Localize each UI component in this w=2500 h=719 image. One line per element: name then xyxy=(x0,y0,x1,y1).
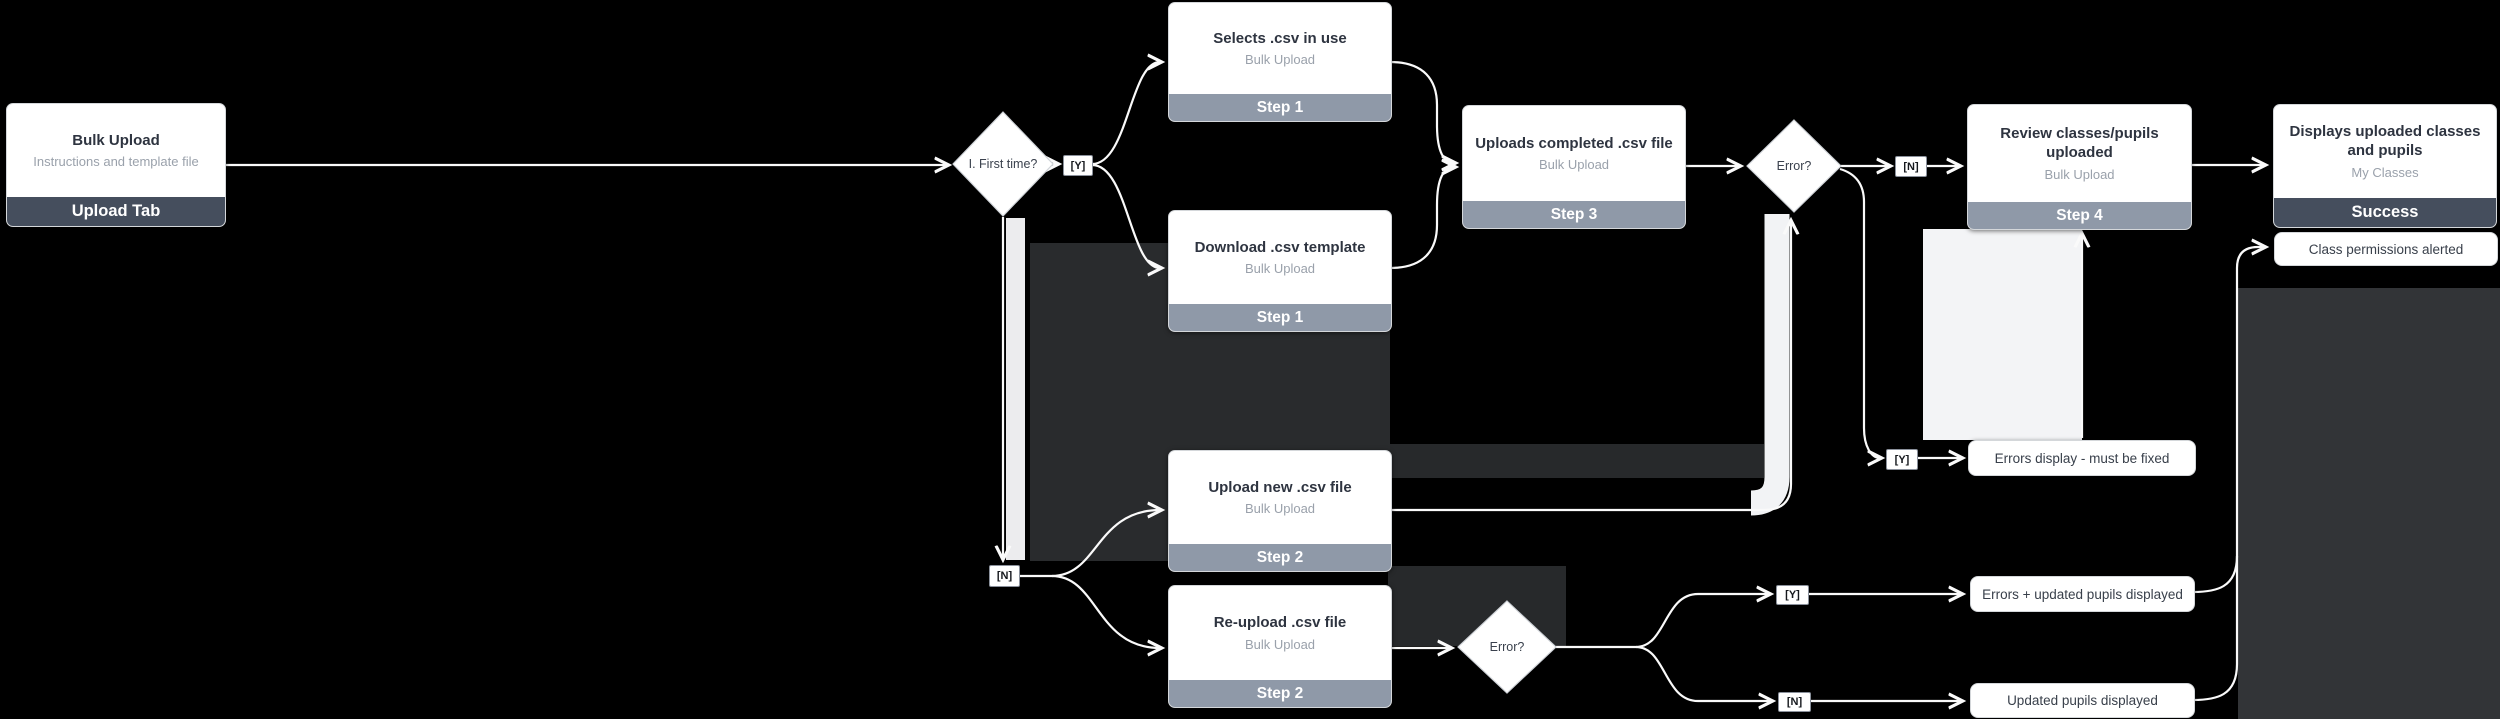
decision-shapes xyxy=(952,111,1842,694)
node-subtitle: Bulk Upload xyxy=(1244,261,1316,277)
node-title: Bulk Upload xyxy=(72,131,160,149)
decision-error-lower[interactable] xyxy=(1457,600,1557,694)
node-subtitle: Instructions and template file xyxy=(33,154,199,170)
decision-error-lower-label: Error? xyxy=(1489,640,1525,654)
note-errors-updated[interactable]: Errors + updated pupils displayed xyxy=(1970,576,2195,612)
node-review-classes[interactable]: Review classes/pupils uploaded Bulk Uplo… xyxy=(1967,104,2192,230)
node-upload-new[interactable]: Upload new .csv file Bulk Upload Step 2 xyxy=(1168,450,1392,572)
node-footer: Step 2 xyxy=(1169,680,1391,707)
node-subtitle: Bulk Upload xyxy=(1538,157,1610,173)
edge-chip-no: [N] xyxy=(1778,692,1811,712)
glow-bands xyxy=(1006,214,2082,560)
node-subtitle: Bulk Upload xyxy=(1244,636,1316,652)
node-selects-csv[interactable]: Selects .csv in use Bulk Upload Step 1 xyxy=(1168,2,1392,122)
node-displays-uploaded[interactable]: Displays uploaded classes and pupils My … xyxy=(2273,104,2497,228)
glow-band-vertical xyxy=(1006,218,1025,560)
node-footer: Step 1 xyxy=(1169,304,1391,331)
node-title: Displays uploaded classes and pupils xyxy=(2289,123,2481,159)
node-title: Review classes/pupils uploaded xyxy=(2000,125,2159,161)
node-title: Download .csv template xyxy=(1194,238,1366,256)
edge-chip-yes: [Y] xyxy=(1776,585,1809,605)
edge-selects-to-uploads xyxy=(1389,60,1454,163)
decision-error-upper-label: Error? xyxy=(1776,159,1812,173)
node-bulk-upload[interactable]: Bulk Upload Instructions and template fi… xyxy=(6,103,226,227)
node-title: Uploads completed .csv file xyxy=(1475,134,1673,152)
edge-error2-to-no xyxy=(1635,645,1771,701)
note-class-permissions[interactable]: Class permissions alerted xyxy=(2274,232,2498,266)
note-errors-display[interactable]: Errors display - must be fixed xyxy=(1968,440,2196,476)
edge-updated-to-permissions xyxy=(2192,247,2264,702)
node-footer: Upload Tab xyxy=(7,197,225,226)
node-subtitle: Bulk Upload xyxy=(2044,166,2115,182)
node-download-template[interactable]: Download .csv template Bulk Upload Step … xyxy=(1168,210,1392,332)
edge-download-to-uploads xyxy=(1389,167,1454,270)
node-footer: Step 1 xyxy=(1169,94,1391,121)
edge-errorsupdated-merge xyxy=(2192,555,2239,594)
edge-chip-yes: [Y] xyxy=(1886,449,1918,470)
edge-no-to-uploadnew xyxy=(1051,510,1160,578)
node-subtitle: Bulk Upload xyxy=(1244,501,1316,517)
edge-uploadnew-to-error xyxy=(1390,222,1791,512)
edge-chip-no: [N] xyxy=(989,565,1020,587)
edge-chip-no: [N] xyxy=(1895,156,1927,177)
edge-error-to-yes xyxy=(1839,167,1880,458)
glow-band-block xyxy=(1923,229,2082,440)
edge-yes-to-selects xyxy=(1091,62,1160,166)
background-wash xyxy=(1390,444,1764,478)
node-title: Re-upload .csv file xyxy=(1213,614,1347,632)
decision-error-upper[interactable] xyxy=(1746,119,1842,213)
edge-yes-to-download xyxy=(1091,163,1160,268)
node-uploads-completed[interactable]: Uploads completed .csv file Bulk Upload … xyxy=(1462,105,1686,229)
edge-no-to-reupload xyxy=(1051,574,1160,648)
decision-first-time[interactable] xyxy=(952,111,1054,217)
glow-band-elbow xyxy=(1750,214,1790,516)
node-subtitle: My Classes xyxy=(2351,164,2419,180)
node-reupload[interactable]: Re-upload .csv file Bulk Upload Step 2 xyxy=(1168,585,1392,708)
background-wash xyxy=(2238,288,2500,719)
node-title: Selects .csv in use xyxy=(1213,29,1347,47)
node-footer: Step 2 xyxy=(1169,544,1391,571)
decision-first-time-label: I. First time? xyxy=(968,157,1038,171)
node-subtitle: Bulk Upload xyxy=(1244,52,1316,68)
note-updated[interactable]: Updated pupils displayed xyxy=(1970,683,2195,718)
node-footer: Step 3 xyxy=(1463,201,1685,228)
edge-chip-yes: [Y] xyxy=(1063,155,1093,176)
node-footer: Success xyxy=(2274,198,2496,227)
edge-error2-to-yes xyxy=(1635,594,1769,649)
node-title: Upload new .csv file xyxy=(1208,478,1352,496)
connectors xyxy=(224,62,2264,701)
node-footer: Step 4 xyxy=(1968,202,2191,229)
